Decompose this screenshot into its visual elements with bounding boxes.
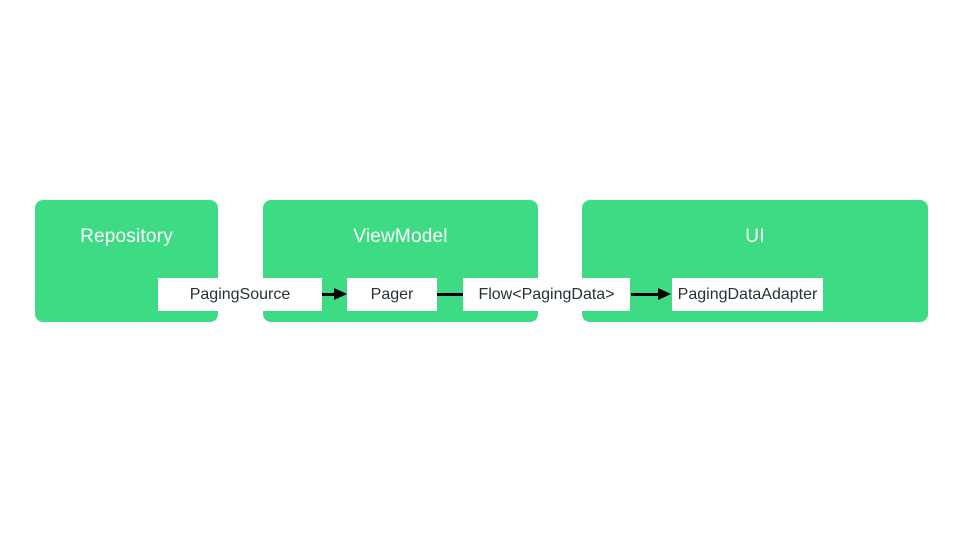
block-repository-title: Repository [80,226,173,247]
block-ui-title: UI [745,226,765,247]
connector-pager-flow-line [437,293,463,296]
arrow-head-icon [334,288,347,300]
node-pager: Pager [347,278,437,311]
node-flow-paging-data: Flow<PagingData> [463,278,630,311]
node-paging-source: PagingSource [158,278,322,311]
node-paging-data-adapter: PagingDataAdapter [672,278,823,311]
block-repository: Repository [35,200,218,322]
block-viewmodel-title: ViewModel [353,226,448,247]
connector-flow-adapter-line [631,293,659,296]
connector-pagingsource-pager-line [322,293,335,296]
arrow-head-icon [658,288,671,300]
